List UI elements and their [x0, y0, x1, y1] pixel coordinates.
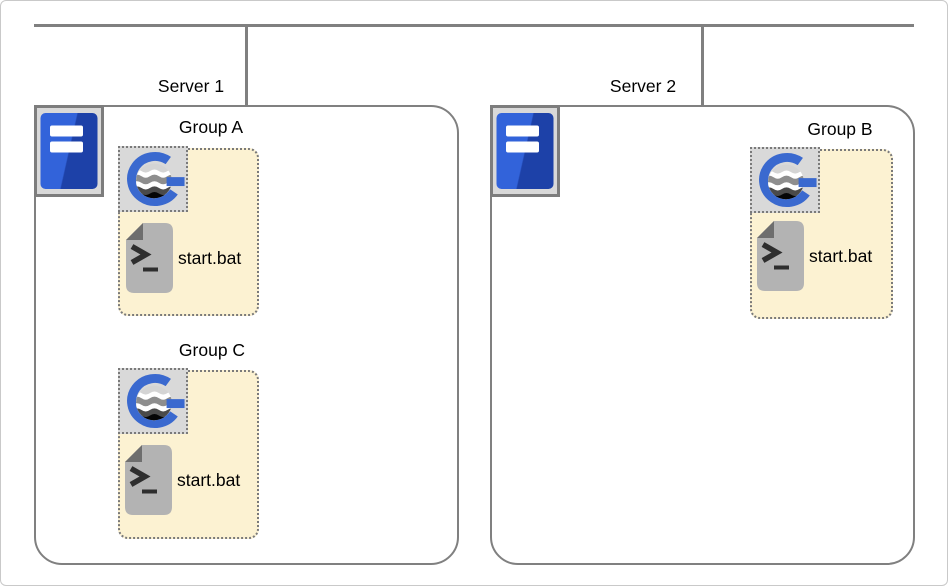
goldsim-logo-icon: [752, 149, 818, 211]
group-b-file-label: start.bat: [809, 246, 873, 266]
batch-script-icon: [125, 445, 172, 515]
group-a-app-tile: [118, 146, 188, 212]
group-b-label: Group B: [807, 119, 873, 139]
group-c-app-tile: [118, 368, 188, 434]
server-1-label: Server 1: [157, 76, 225, 96]
server-2-tile: [490, 105, 560, 197]
server-1-drop-line: [245, 25, 248, 106]
goldsim-logo-icon: [120, 370, 186, 432]
group-a-label: Group A: [178, 117, 244, 137]
server-tower-icon: [493, 108, 557, 194]
batch-script-icon: [126, 223, 173, 293]
server-tower-icon: [37, 108, 101, 194]
group-b-app-tile: [750, 147, 820, 213]
server-2-drop-line: [701, 25, 704, 106]
network-trunk-line: [34, 24, 914, 27]
group-c-file-label: start.bat: [177, 470, 241, 490]
group-a-file-label: start.bat: [178, 248, 242, 268]
batch-script-icon: [757, 221, 804, 291]
server-2-label: Server 2: [609, 76, 677, 96]
group-c-label: Group C: [178, 340, 246, 360]
goldsim-logo-icon: [120, 148, 186, 210]
server-1-tile: [34, 105, 104, 197]
